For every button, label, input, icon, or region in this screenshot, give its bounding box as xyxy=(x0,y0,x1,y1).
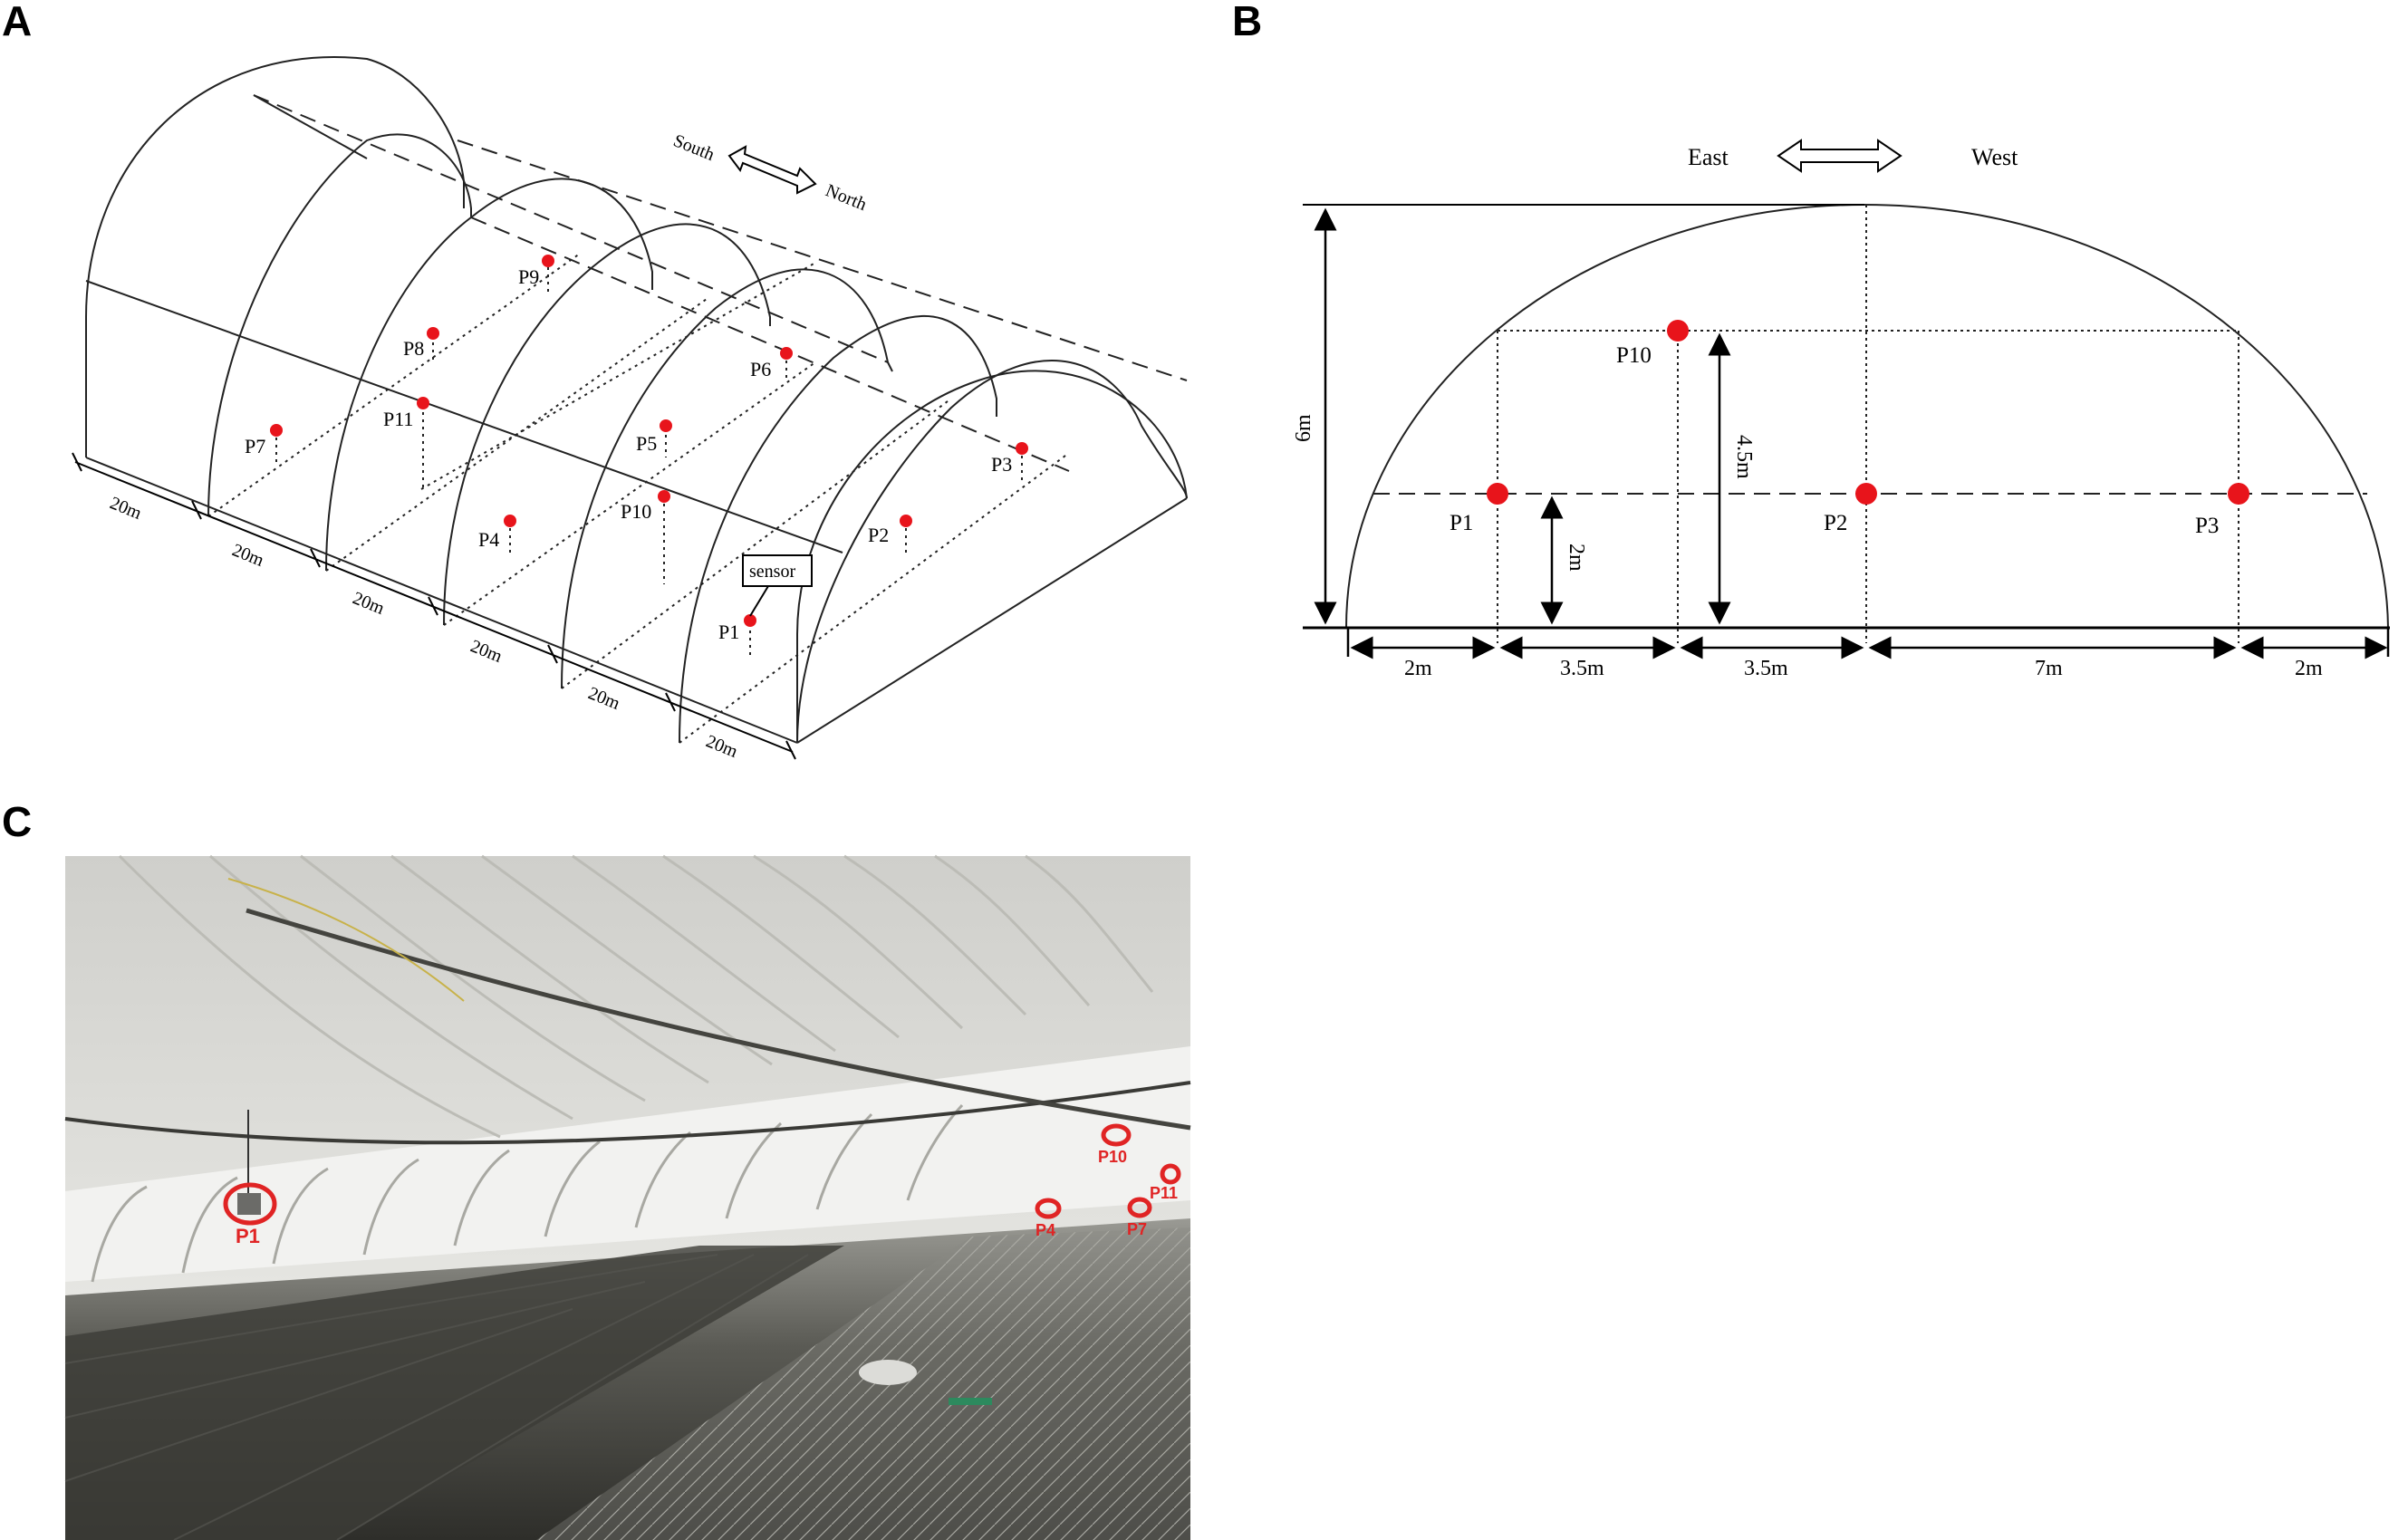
label-b-p3: P3 xyxy=(2195,514,2219,538)
label-p10: P10 xyxy=(621,500,651,523)
point-p8 xyxy=(427,327,439,340)
span-5: 20m xyxy=(585,683,623,714)
width-5: 2m xyxy=(2295,657,2323,680)
panel-a-diagram: P9 P8 P6 P11 P7 P5 P3 P10 P4 P2 P1 senso… xyxy=(72,56,1188,762)
width-3: 3.5m xyxy=(1744,657,1788,680)
width-4: 7m xyxy=(2035,657,2063,680)
label-p4: P4 xyxy=(478,528,499,551)
label-p9: P9 xyxy=(518,265,539,288)
panel-b-diagram: East West 6m 4.5m 2m 2m 3.5m 3.5m 7m 2m xyxy=(1292,139,2390,680)
label-p11: P11 xyxy=(383,408,413,430)
greenhouse-photo xyxy=(64,854,1191,1540)
point-p4 xyxy=(504,515,516,527)
height-p1-label: 2m xyxy=(1565,544,1588,572)
south-label: South xyxy=(670,130,718,165)
east-label: East xyxy=(1688,144,1729,170)
point-p2 xyxy=(900,515,912,527)
panel-a-points xyxy=(270,255,1028,627)
width-2: 3.5m xyxy=(1560,657,1604,680)
panel-label-c: C xyxy=(2,798,33,845)
point-p5 xyxy=(660,419,672,432)
point-b-p10 xyxy=(1667,320,1689,342)
point-p6 xyxy=(780,347,793,360)
label-p3: P3 xyxy=(991,453,1012,476)
height-p10-label: 4.5m xyxy=(1732,435,1756,479)
width-1: 2m xyxy=(1404,657,1432,680)
sensor-callout: sensor xyxy=(742,554,813,617)
orientation-a: South North xyxy=(670,130,870,215)
span-4: 20m xyxy=(467,636,506,667)
west-label: West xyxy=(1971,144,2018,170)
point-b-p2 xyxy=(1855,483,1877,505)
double-arrow-icon-b xyxy=(1777,139,1902,173)
point-p3 xyxy=(1016,442,1028,455)
point-b-p3 xyxy=(2228,483,2249,505)
label-p2: P2 xyxy=(868,524,889,546)
height-total-label: 6m xyxy=(1292,414,1315,442)
label-p6: P6 xyxy=(750,358,771,380)
point-p10 xyxy=(658,490,670,503)
span-2: 20m xyxy=(229,540,267,571)
point-b-p1 xyxy=(1487,483,1508,505)
label-b-p10: P10 xyxy=(1616,343,1652,368)
north-label: North xyxy=(823,180,870,215)
label-p5: P5 xyxy=(636,432,657,455)
point-p11 xyxy=(417,397,429,409)
label-b-p2: P2 xyxy=(1824,511,1847,535)
label-p8: P8 xyxy=(403,337,424,360)
span-3: 20m xyxy=(350,588,388,619)
label-b-p1: P1 xyxy=(1450,511,1473,535)
point-p7 xyxy=(270,424,283,437)
span-1: 20m xyxy=(107,493,145,524)
panel-label-a: A xyxy=(2,0,33,44)
span-6: 20m xyxy=(703,731,741,762)
panel-label-b: B xyxy=(1232,0,1263,44)
label-p1: P1 xyxy=(718,621,739,643)
double-arrow-icon xyxy=(727,145,817,195)
point-p9 xyxy=(542,255,554,267)
point-p1 xyxy=(744,614,756,627)
sensor-label: sensor xyxy=(749,562,795,582)
label-p7: P7 xyxy=(245,435,265,457)
